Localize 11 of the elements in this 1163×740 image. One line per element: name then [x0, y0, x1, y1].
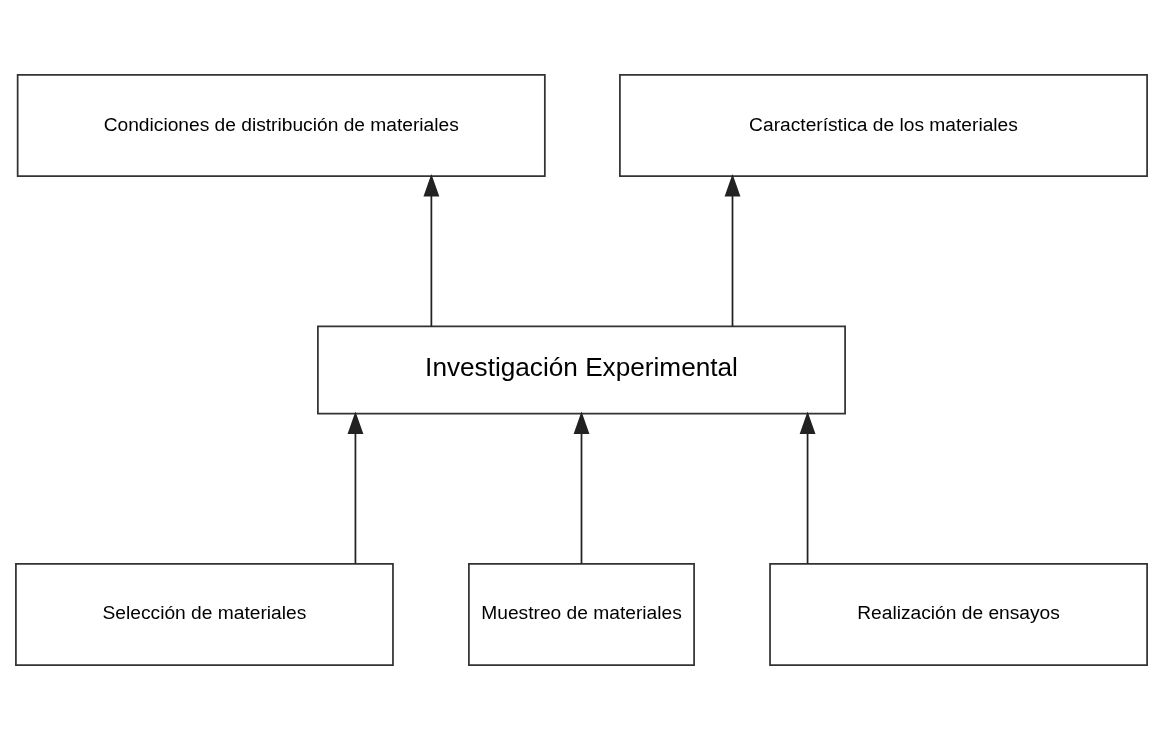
node-box: Investigación Experimental	[317, 325, 846, 415]
node-box: Muestreo de materiales	[468, 562, 695, 666]
arrow	[347, 411, 364, 565]
arrow	[724, 173, 741, 328]
arrow	[423, 173, 440, 328]
node-box: Característica de los materiales	[619, 74, 1148, 178]
arrow	[799, 411, 816, 565]
node-box: Selección de materiales	[15, 562, 394, 666]
arrow	[573, 411, 590, 565]
node-box: Condiciones de distribución de materiales	[16, 74, 546, 178]
node-box: Realización de ensayos	[769, 562, 1148, 666]
